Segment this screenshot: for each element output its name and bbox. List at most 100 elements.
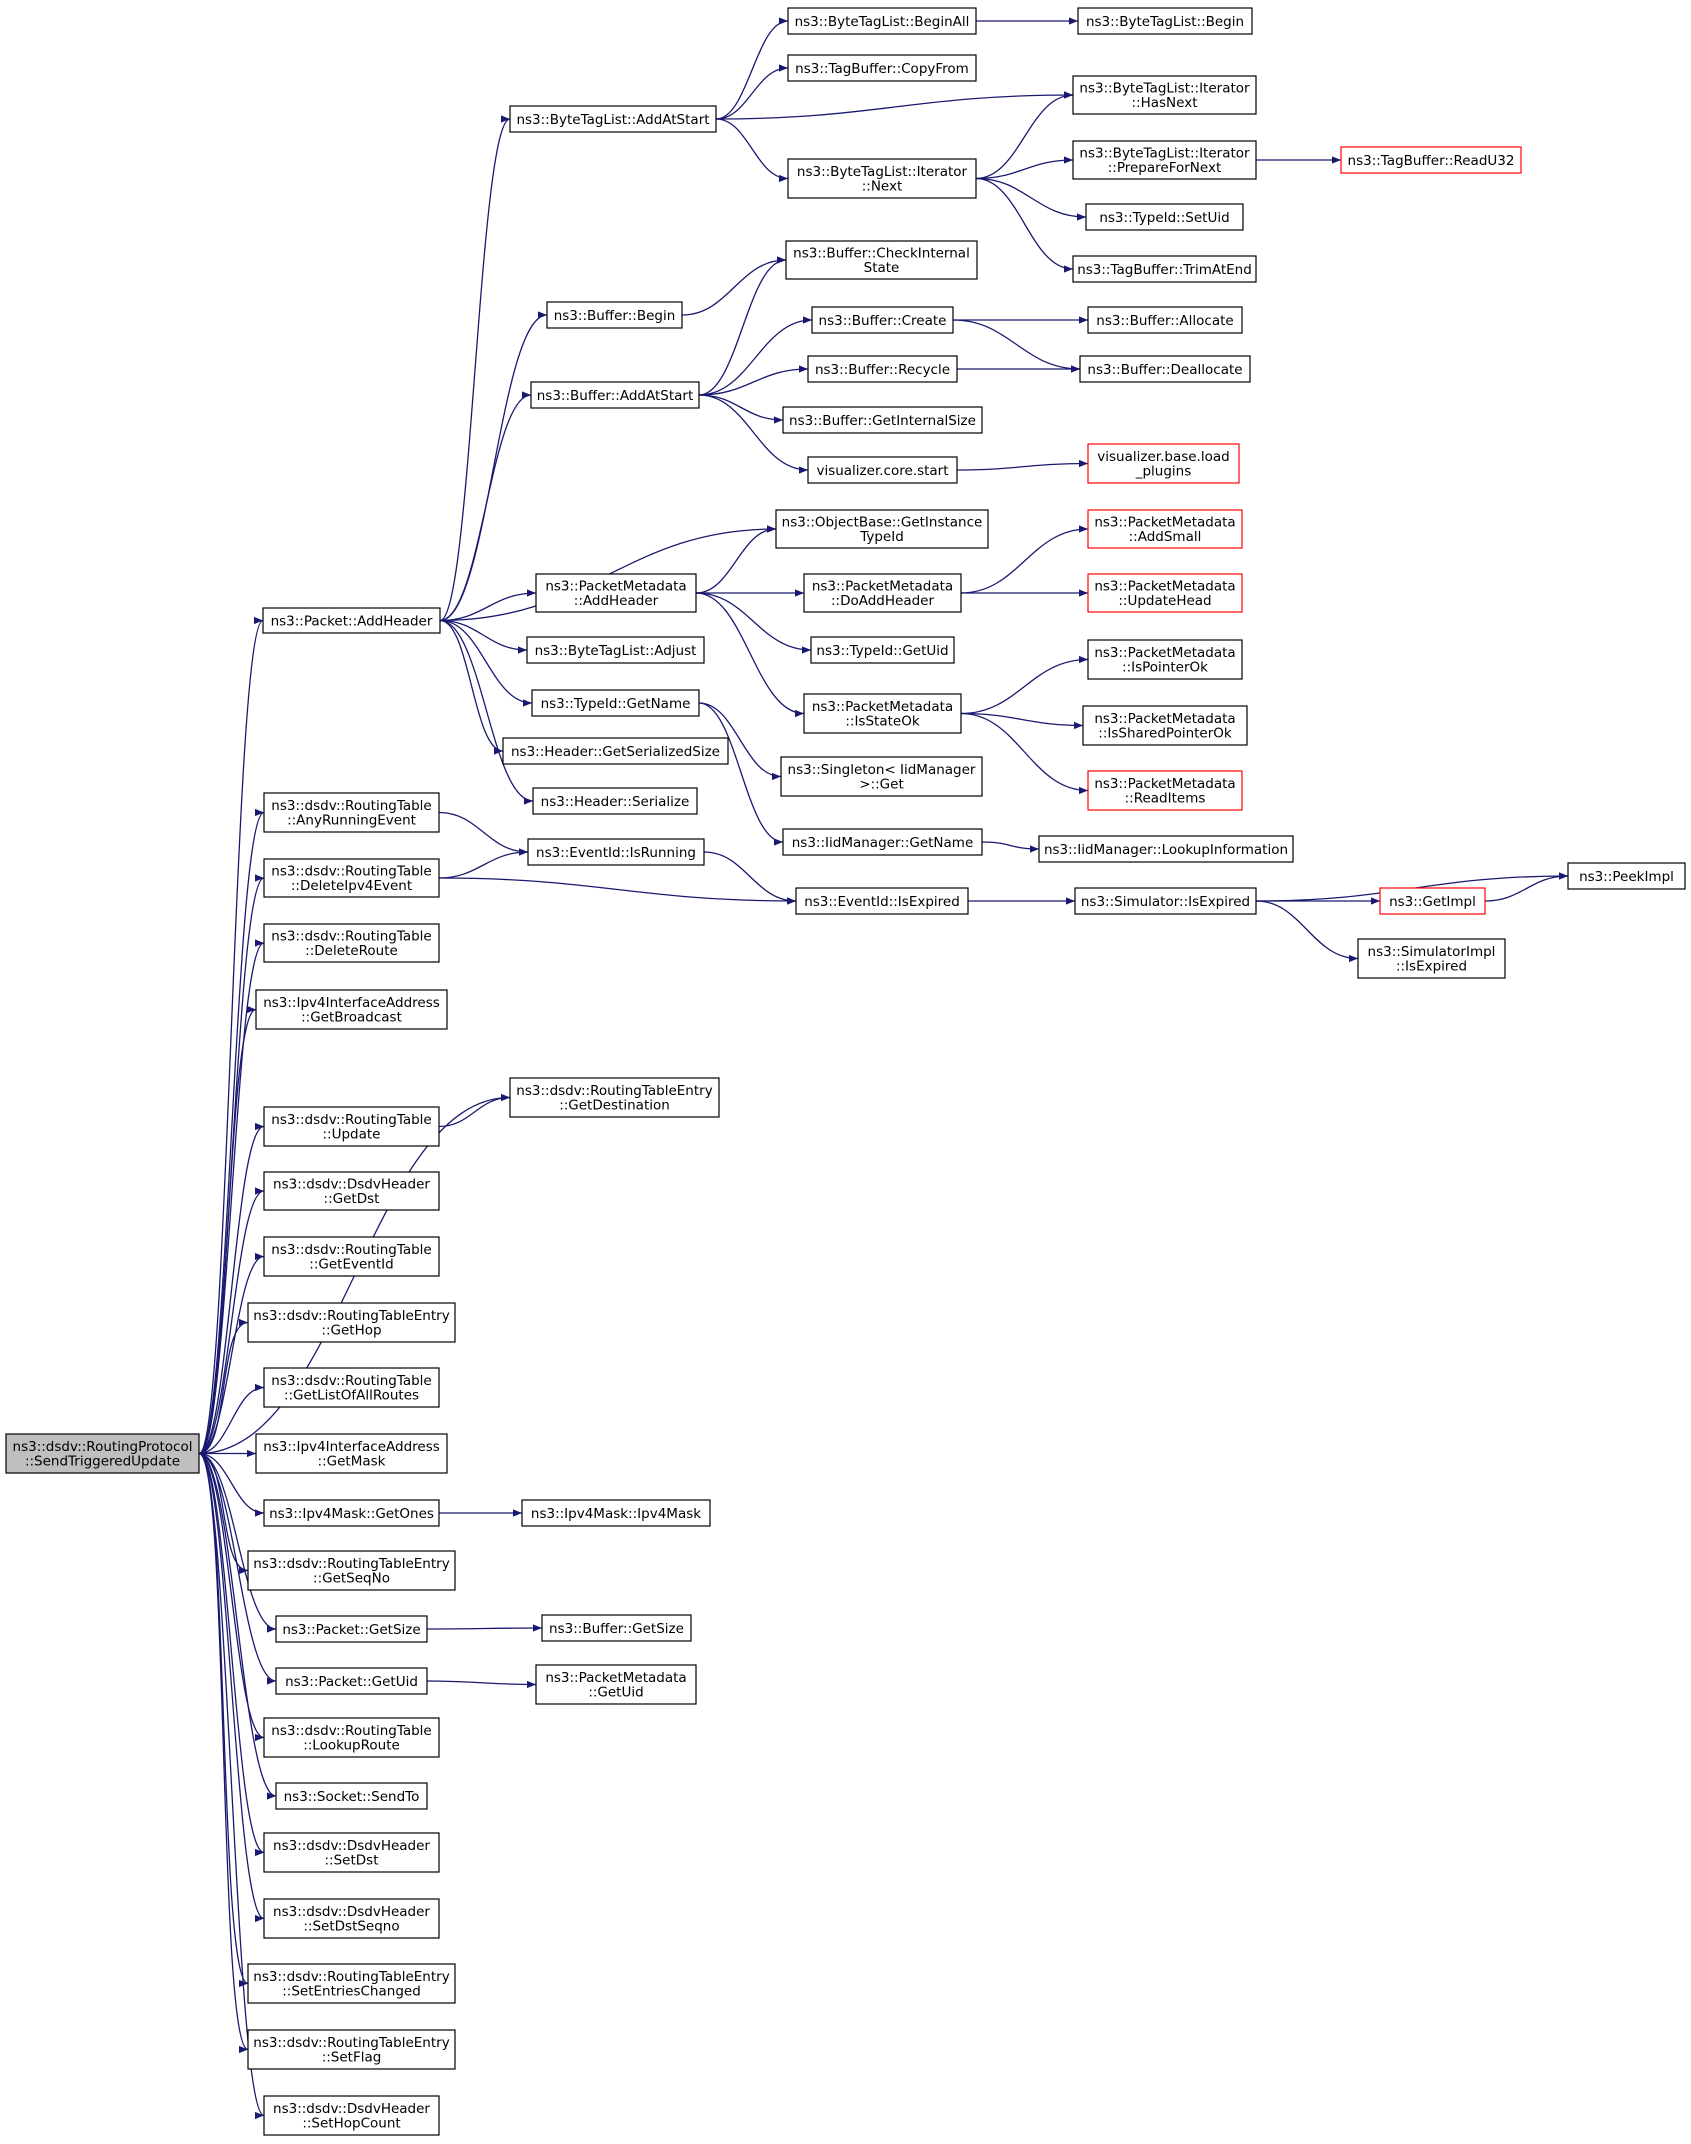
node-label-line: ::Next [862, 179, 903, 195]
node-iid-lookup[interactable]: ns3::IidManager::LookupInformation [1038, 835, 1294, 863]
node-rte-get-dest[interactable]: ns3::dsdv::RoutingTableEntry::GetDestina… [509, 1077, 720, 1118]
node-hdr-get-ser-size[interactable]: ns3::Header::GetSerializedSize [502, 737, 729, 765]
node-btl-add-at-start[interactable]: ns3::ByteTagList::AddAtStart [509, 105, 717, 133]
node-dh-set-dst-seqno[interactable]: ns3::dsdv::DsdvHeader::SetDstSeqno [263, 1898, 440, 1939]
node-box [1085, 203, 1244, 231]
node-label-line: ns3::IidManager::LookupInformation [1044, 842, 1288, 858]
node-dh-set-dst[interactable]: ns3::dsdv::DsdvHeader::SetDst [263, 1832, 440, 1873]
node-buf-deallocate[interactable]: ns3::Buffer::Deallocate [1079, 355, 1251, 383]
node-tid-get-name[interactable]: ns3::TypeId::GetName [531, 689, 700, 717]
node-buf-get-internal-size[interactable]: ns3::Buffer::GetInternalSize [782, 406, 983, 434]
node-tb-read-u32[interactable]: ns3::TagBuffer::ReadU32 [1340, 146, 1522, 174]
node-sim-impl-is-expired[interactable]: ns3::SimulatorImpl::IsExpired [1357, 938, 1506, 979]
node-label-line: ns3::dsdv::RoutingTableEntry [253, 1556, 449, 1572]
node-tb-trim-at-end[interactable]: ns3::TagBuffer::TrimAtEnd [1072, 255, 1257, 283]
node-get-impl[interactable]: ns3::GetImpl [1379, 887, 1486, 915]
node-label-line: ::DoAddHeader [831, 593, 934, 609]
node-box [263, 792, 440, 833]
node-dh-set-hop-count[interactable]: ns3::dsdv::DsdvHeader::SetHopCount [263, 2095, 440, 2136]
node-rt-get-event-id[interactable]: ns3::dsdv::RoutingTable::GetEventId [263, 1236, 440, 1277]
node-p-get-uid[interactable]: ns3::Packet::GetUid [275, 1667, 428, 1695]
node-label-line: ns3::dsdv::DsdvHeader [273, 1904, 430, 1920]
node-sim-is-expired[interactable]: ns3::Simulator::IsExpired [1074, 887, 1257, 915]
node-ifa-get-mask[interactable]: ns3::Ipv4InterfaceAddress::GetMask [255, 1433, 448, 1474]
node-pm-is-pointer-ok[interactable]: ns3::PacketMetadata::IsPointerOk [1087, 639, 1243, 680]
node-pm-read-items[interactable]: ns3::PacketMetadata::ReadItems [1087, 770, 1243, 811]
node-rte-get-seq-no[interactable]: ns3::dsdv::RoutingTableEntry::GetSeqNo [247, 1550, 456, 1591]
node-tid-get-uid[interactable]: ns3::TypeId::GetUid [810, 636, 955, 664]
node-singleton-get[interactable]: ns3::Singleton< IidManager>::Get [780, 756, 983, 797]
node-label-line: ns3::dsdv::RoutingTable [271, 1112, 431, 1128]
node-iid-get-name[interactable]: ns3::IidManager::GetName [782, 828, 983, 856]
node-rt-lookup-route[interactable]: ns3::dsdv::RoutingTable::LookupRoute [263, 1717, 440, 1758]
node-box [275, 1667, 428, 1695]
node-tb-copy-from[interactable]: ns3::TagBuffer::CopyFrom [787, 54, 977, 82]
edge-root-to-rt-update [198, 1122, 265, 1455]
node-pm-do-add-header[interactable]: ns3::PacketMetadata::DoAddHeader [803, 573, 962, 613]
node-peek-impl[interactable]: ns3::PeekImpl [1567, 862, 1686, 890]
node-root[interactable]: ns3::dsdv::RoutingProtocol::SendTriggere… [5, 1433, 200, 1474]
node-box [263, 1367, 440, 1408]
node-dh-get-dst[interactable]: ns3::dsdv::DsdvHeader::GetDst [263, 1171, 440, 1211]
node-pm-add-header[interactable]: ns3::PacketMetadata::AddHeader [535, 573, 697, 613]
node-pm-add-small[interactable]: ns3::PacketMetadata::AddSmall [1087, 509, 1243, 549]
node-p-add-header[interactable]: ns3::Packet::AddHeader [262, 607, 441, 634]
node-pm-get-uid[interactable]: ns3::PacketMetadata::GetUid [535, 1664, 697, 1705]
node-rte-set-entries[interactable]: ns3::dsdv::RoutingTableEntry::SetEntries… [247, 1963, 456, 2004]
node-label-line: ns3::TagBuffer::CopyFrom [795, 61, 969, 77]
node-rt-get-list[interactable]: ns3::dsdv::RoutingTable::GetListOfAllRou… [263, 1367, 440, 1408]
node-rt-delete-ipv4[interactable]: ns3::dsdv::RoutingTable::DeleteIpv4Event [263, 858, 440, 898]
node-btl-adjust[interactable]: ns3::ByteTagList::Adjust [526, 636, 705, 664]
node-ev-is-running[interactable]: ns3::EventId::IsRunning [527, 838, 705, 866]
node-btl-it-next[interactable]: ns3::ByteTagList::Iterator::Next [787, 158, 977, 199]
node-pm-is-shared[interactable]: ns3::PacketMetadata::IsSharedPointerOk [1082, 705, 1248, 746]
node-label-line: ns3::Header::Serialize [541, 794, 690, 810]
node-buf-recycle[interactable]: ns3::Buffer::Recycle [807, 355, 958, 383]
node-mask-get-ones[interactable]: ns3::Ipv4Mask::GetOnes [263, 1499, 440, 1527]
node-viz-start[interactable]: visualizer.core.start [807, 456, 958, 484]
node-sock-send-to[interactable]: ns3::Socket::SendTo [275, 1782, 428, 1810]
node-label-line: ns3::PacketMetadata [545, 1670, 686, 1686]
node-label-line: _plugins [1135, 464, 1192, 480]
node-label-line: ns3::PeekImpl [1579, 869, 1674, 885]
node-label-line: ns3::Packet::GetUid [285, 1674, 418, 1690]
node-tid-set-uid[interactable]: ns3::TypeId::SetUid [1085, 203, 1244, 231]
node-buf-add-at-start[interactable]: ns3::Buffer::AddAtStart [530, 381, 700, 409]
edge-root-to-rte-get-hop [198, 1318, 249, 1455]
edge-tid-get-name-to-iid-get-name [698, 702, 784, 846]
node-btl-it-prepare[interactable]: ns3::ByteTagList::Iterator::PrepareForNe… [1072, 140, 1257, 180]
node-mask-ctor[interactable]: ns3::Ipv4Mask::Ipv4Mask [521, 1499, 711, 1527]
node-buf-allocate[interactable]: ns3::Buffer::Allocate [1087, 306, 1243, 334]
node-btl-begin-all[interactable]: ns3::ByteTagList::BeginAll [787, 7, 977, 35]
node-rt-update[interactable]: ns3::dsdv::RoutingTable::Update [263, 1106, 440, 1147]
node-ev-is-expired[interactable]: ns3::EventId::IsExpired [795, 887, 969, 915]
node-buf-get-size[interactable]: ns3::Buffer::GetSize [541, 1614, 692, 1642]
node-pm-update-head[interactable]: ns3::PacketMetadata::UpdateHead [1087, 573, 1243, 613]
node-box [1072, 75, 1257, 115]
node-hdr-serialize[interactable]: ns3::Header::Serialize [532, 787, 698, 815]
edge-btl-add-at-start-to-btl-begin-all [715, 17, 789, 120]
node-p-get-size[interactable]: ns3::Packet::GetSize [275, 1615, 428, 1643]
node-rte-set-flag[interactable]: ns3::dsdv::RoutingTableEntry::SetFlag [247, 2029, 456, 2070]
node-viz-load[interactable]: visualizer.base.load_plugins [1087, 443, 1240, 484]
edge-p-add-header-to-buf-begin [439, 311, 548, 622]
node-buf-create[interactable]: ns3::Buffer::Create [811, 306, 954, 334]
node-ifa-get-broadcast[interactable]: ns3::Ipv4InterfaceAddress::GetBroadcast [255, 989, 448, 1030]
node-label-line: ns3::Header::GetSerializedSize [511, 744, 720, 760]
node-buf-begin[interactable]: ns3::Buffer::Begin [546, 301, 683, 329]
node-rt-delete-route[interactable]: ns3::dsdv::RoutingTable::DeleteRoute [263, 923, 440, 963]
node-btl-it-has-next[interactable]: ns3::ByteTagList::Iterator::HasNext [1072, 75, 1257, 115]
node-box [807, 355, 958, 383]
node-box [263, 2095, 440, 2136]
node-btl-begin[interactable]: ns3::ByteTagList::Begin [1077, 7, 1253, 35]
node-box [803, 693, 962, 734]
node-pm-is-state-ok[interactable]: ns3::PacketMetadata::IsStateOk [803, 693, 962, 734]
node-label-line: ns3::dsdv::DsdvHeader [273, 2101, 430, 2117]
node-rt-any-running[interactable]: ns3::dsdv::RoutingTable::AnyRunningEvent [263, 792, 440, 833]
node-label-line: ns3::Packet::GetSize [282, 1622, 420, 1638]
node-box [527, 838, 705, 866]
node-rte-get-hop[interactable]: ns3::dsdv::RoutingTableEntry::GetHop [247, 1302, 456, 1343]
node-box [247, 1550, 456, 1591]
